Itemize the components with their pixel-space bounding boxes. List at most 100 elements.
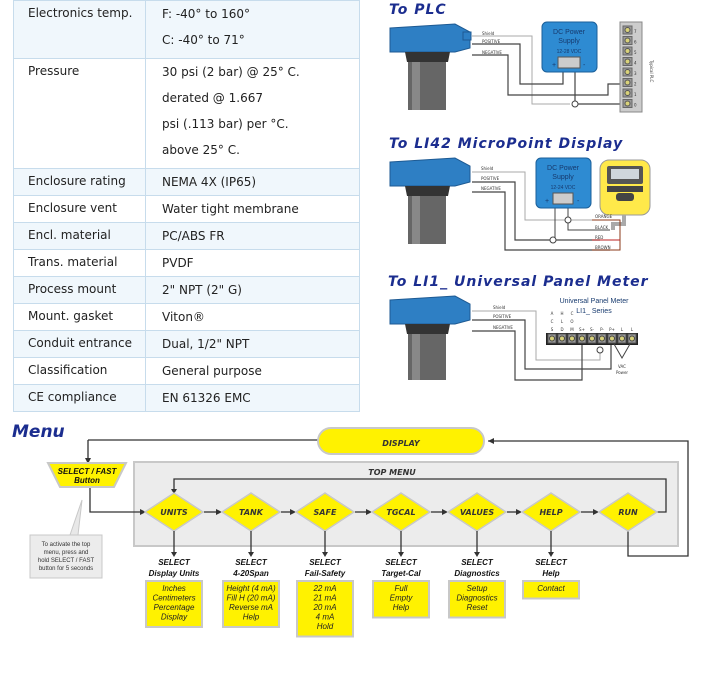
terminal-label: P- — [600, 327, 604, 332]
menu-item-tank[interactable]: TANK — [220, 492, 282, 532]
svg-text:DC Power: DC Power — [547, 165, 580, 172]
menu-diamond[interactable] — [370, 492, 432, 532]
menu-diamond[interactable] — [520, 492, 582, 532]
select-sublabel: Display Units — [149, 569, 200, 578]
terminal-label: H — [560, 311, 563, 316]
svg-text:Power: Power — [616, 370, 628, 375]
option-item[interactable]: Reset — [467, 603, 489, 612]
svg-text:Supply: Supply — [552, 174, 574, 181]
spec-label: Mount. gasket — [13, 303, 146, 331]
option-item[interactable]: Help — [393, 603, 410, 612]
spec-value-line: Water tight membrane — [162, 202, 299, 216]
menu-item-run[interactable]: RUN — [597, 492, 659, 532]
svg-text:button for 5 seconds: button for 5 seconds — [39, 566, 93, 572]
svg-text:Supply: Supply — [558, 38, 580, 45]
menu-item-safe[interactable]: SAFE — [294, 492, 356, 532]
svg-text:hold SELECT / FAST: hold SELECT / FAST — [38, 558, 95, 564]
menu-item-label: RUN — [618, 508, 638, 517]
select-label: SELECT — [235, 558, 268, 567]
option-item[interactable]: Fill H (20 mA) — [227, 594, 276, 603]
arrow-right-icon — [290, 509, 296, 515]
display-button[interactable]: DISPLAY — [317, 427, 485, 455]
select-sublabel: Help — [542, 569, 559, 578]
option-item[interactable]: Centimeters — [152, 594, 195, 603]
spec-label: Encl. material — [13, 222, 146, 250]
option-item[interactable]: Hold — [317, 622, 334, 631]
option-item[interactable]: Reverse mA — [229, 603, 273, 612]
option-item[interactable]: Height (4 mA) — [226, 584, 276, 593]
select-sublabel: 4-20Span — [232, 569, 269, 578]
terminal-number: 7 — [634, 29, 637, 34]
terminal-label: L — [631, 327, 634, 332]
terminal-number: 5 — [634, 50, 637, 55]
spec-value-line: 2" NPT (2" G) — [162, 283, 242, 297]
spec-row: Mount. gasket Viton® — [13, 303, 360, 331]
menu-item-label: SAFE — [314, 508, 337, 517]
menu-diamond[interactable] — [597, 492, 659, 532]
spec-value-line: PVDF — [162, 256, 194, 270]
terminal-number: 1 — [634, 92, 637, 97]
wiring-diagrams: To PLC Shield POSITIVE NEGATIVE DC Power… — [388, 2, 654, 381]
option-item[interactable]: Contact — [537, 584, 565, 593]
option-item[interactable]: Setup — [467, 584, 488, 593]
spec-label: Enclosure vent — [13, 195, 146, 223]
plc-diagram-title: To PLC — [389, 2, 447, 18]
svg-text:Shield: Shield — [493, 305, 506, 310]
spec-value-line: Viton® — [162, 310, 205, 324]
menu-item-values[interactable]: VALUES — [446, 492, 508, 532]
option-item[interactable]: Full — [395, 584, 408, 593]
li42-wiring-diagram: To LI42 MicroPoint Display Shield POSITI… — [389, 136, 651, 251]
svg-text:Shield: Shield — [482, 31, 495, 36]
option-item[interactable]: Diagnostics — [456, 594, 497, 603]
option-item[interactable]: 4 mA — [316, 613, 335, 622]
option-item[interactable]: Inches — [162, 584, 186, 593]
spec-label: Trans. material — [13, 249, 146, 277]
option-item[interactable]: Help — [243, 613, 260, 622]
spec-label: Conduit entrance — [13, 330, 146, 358]
spec-value: F: -40° to 160°C: -40° to 71° — [145, 0, 360, 59]
option-item[interactable]: Empty — [390, 594, 414, 603]
arrow-right-icon — [442, 509, 448, 515]
svg-text:+: + — [552, 62, 556, 69]
sensor-icon — [389, 23, 472, 110]
svg-text:To activate the top: To activate the top — [42, 542, 91, 548]
svg-text:RED: RED — [595, 235, 603, 240]
terminal-label: L — [561, 319, 564, 324]
option-item[interactable]: Display — [161, 613, 188, 622]
menu-item-units[interactable]: UNITS — [143, 492, 205, 532]
option-item[interactable]: Percentage — [154, 603, 195, 612]
arrow-down-icon — [548, 552, 554, 557]
menu-diamond[interactable] — [220, 492, 282, 532]
terminal-label: A — [551, 311, 554, 316]
option-item[interactable]: 21 mA — [312, 594, 336, 603]
menu-item-help[interactable]: HELP — [520, 492, 582, 532]
menu-diamond[interactable] — [446, 492, 508, 532]
spec-value-line: EN 61326 EMC — [162, 391, 251, 405]
spec-value-line: NEMA 4X (IP65) — [162, 175, 257, 189]
menu-item-tgcal[interactable]: TGCAL — [370, 492, 432, 532]
spec-value-line: General purpose — [162, 364, 262, 378]
menu-diamond[interactable] — [143, 492, 205, 532]
spec-value-line: F: -40° to 160° — [162, 7, 251, 21]
svg-text:NEGATIVE: NEGATIVE — [482, 50, 502, 55]
spec-value-line: psi (.113 bar) per °C. — [162, 117, 289, 131]
option-item[interactable]: 20 mA — [312, 603, 336, 612]
spec-value: Water tight membrane — [145, 195, 360, 223]
top-menu-label: TOP MENU — [368, 468, 416, 477]
svg-text:DISPLAY: DISPLAY — [382, 439, 421, 448]
select-label: SELECT — [309, 558, 342, 567]
spec-row: Enclosure vent Water tight membrane — [13, 195, 360, 223]
arrow-right-icon — [593, 509, 599, 515]
svg-text:Shield: Shield — [481, 166, 494, 171]
option-item[interactable]: 22 mA — [312, 584, 336, 593]
svg-text:SELECT / FAST: SELECT / FAST — [58, 467, 118, 476]
arrow-down-icon — [398, 552, 404, 557]
terminal-number: 3 — [634, 71, 637, 76]
select-fast-button[interactable]: SELECT / FAST Button — [46, 462, 128, 488]
menu-diamond[interactable] — [294, 492, 356, 532]
svg-text:LI1_ Series: LI1_ Series — [576, 308, 612, 315]
li42-diagram-title: To LI42 MicroPoint Display — [389, 136, 623, 152]
spec-row: Electronics temp.F: -40° to 160°C: -40° … — [13, 0, 360, 59]
arrow-right-icon — [216, 509, 222, 515]
